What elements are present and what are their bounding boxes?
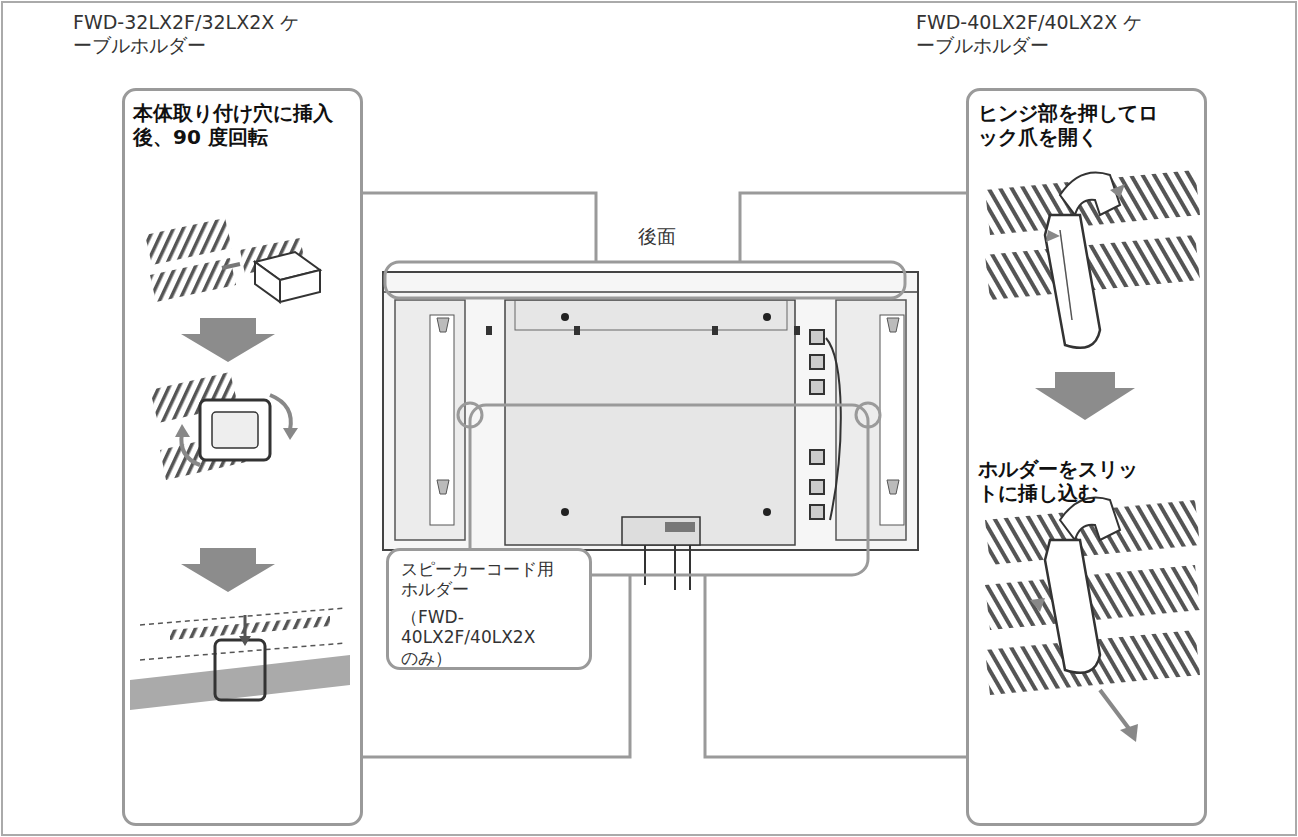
panel-heading: FWD-32LX2F/32LX2X ケーブルホルダー <box>73 11 313 57</box>
display-rear <box>383 272 918 590</box>
instruction-panel: FWD-40LX2F/40LX2X ケーブルホルダーヒンジ部を押してロック爪を開… <box>966 88 1207 826</box>
model-note: （FWD-40LX2F/40LX2X のみ） <box>401 607 551 668</box>
view-label: 後面 <box>638 224 676 250</box>
step-instruction: ヒンジ部を押してロック爪を開く <box>978 101 1158 149</box>
step-instruction: 本体取り付け穴に挿入後、90 度回転 <box>133 101 361 149</box>
highlight-outlines <box>385 262 905 575</box>
leader-lines <box>363 193 966 757</box>
panel-heading: FWD-40LX2F/40LX2X ケーブルホルダー <box>916 11 1156 57</box>
instruction-panel: FWD-32LX2F/32LX2X ケーブルホルダー本体取り付け穴に挿入後、90… <box>122 88 363 826</box>
holder-callout-box: スピーカーコード用ホルダー （FWD-40LX2F/40LX2X のみ） <box>386 548 592 670</box>
step-instruction: ホルダーをスリットに挿し込む <box>978 457 1146 505</box>
part-name: スピーカーコード用ホルダー <box>401 559 561 600</box>
holder-steps-left <box>130 218 350 710</box>
holder-steps-right <box>985 170 1200 742</box>
